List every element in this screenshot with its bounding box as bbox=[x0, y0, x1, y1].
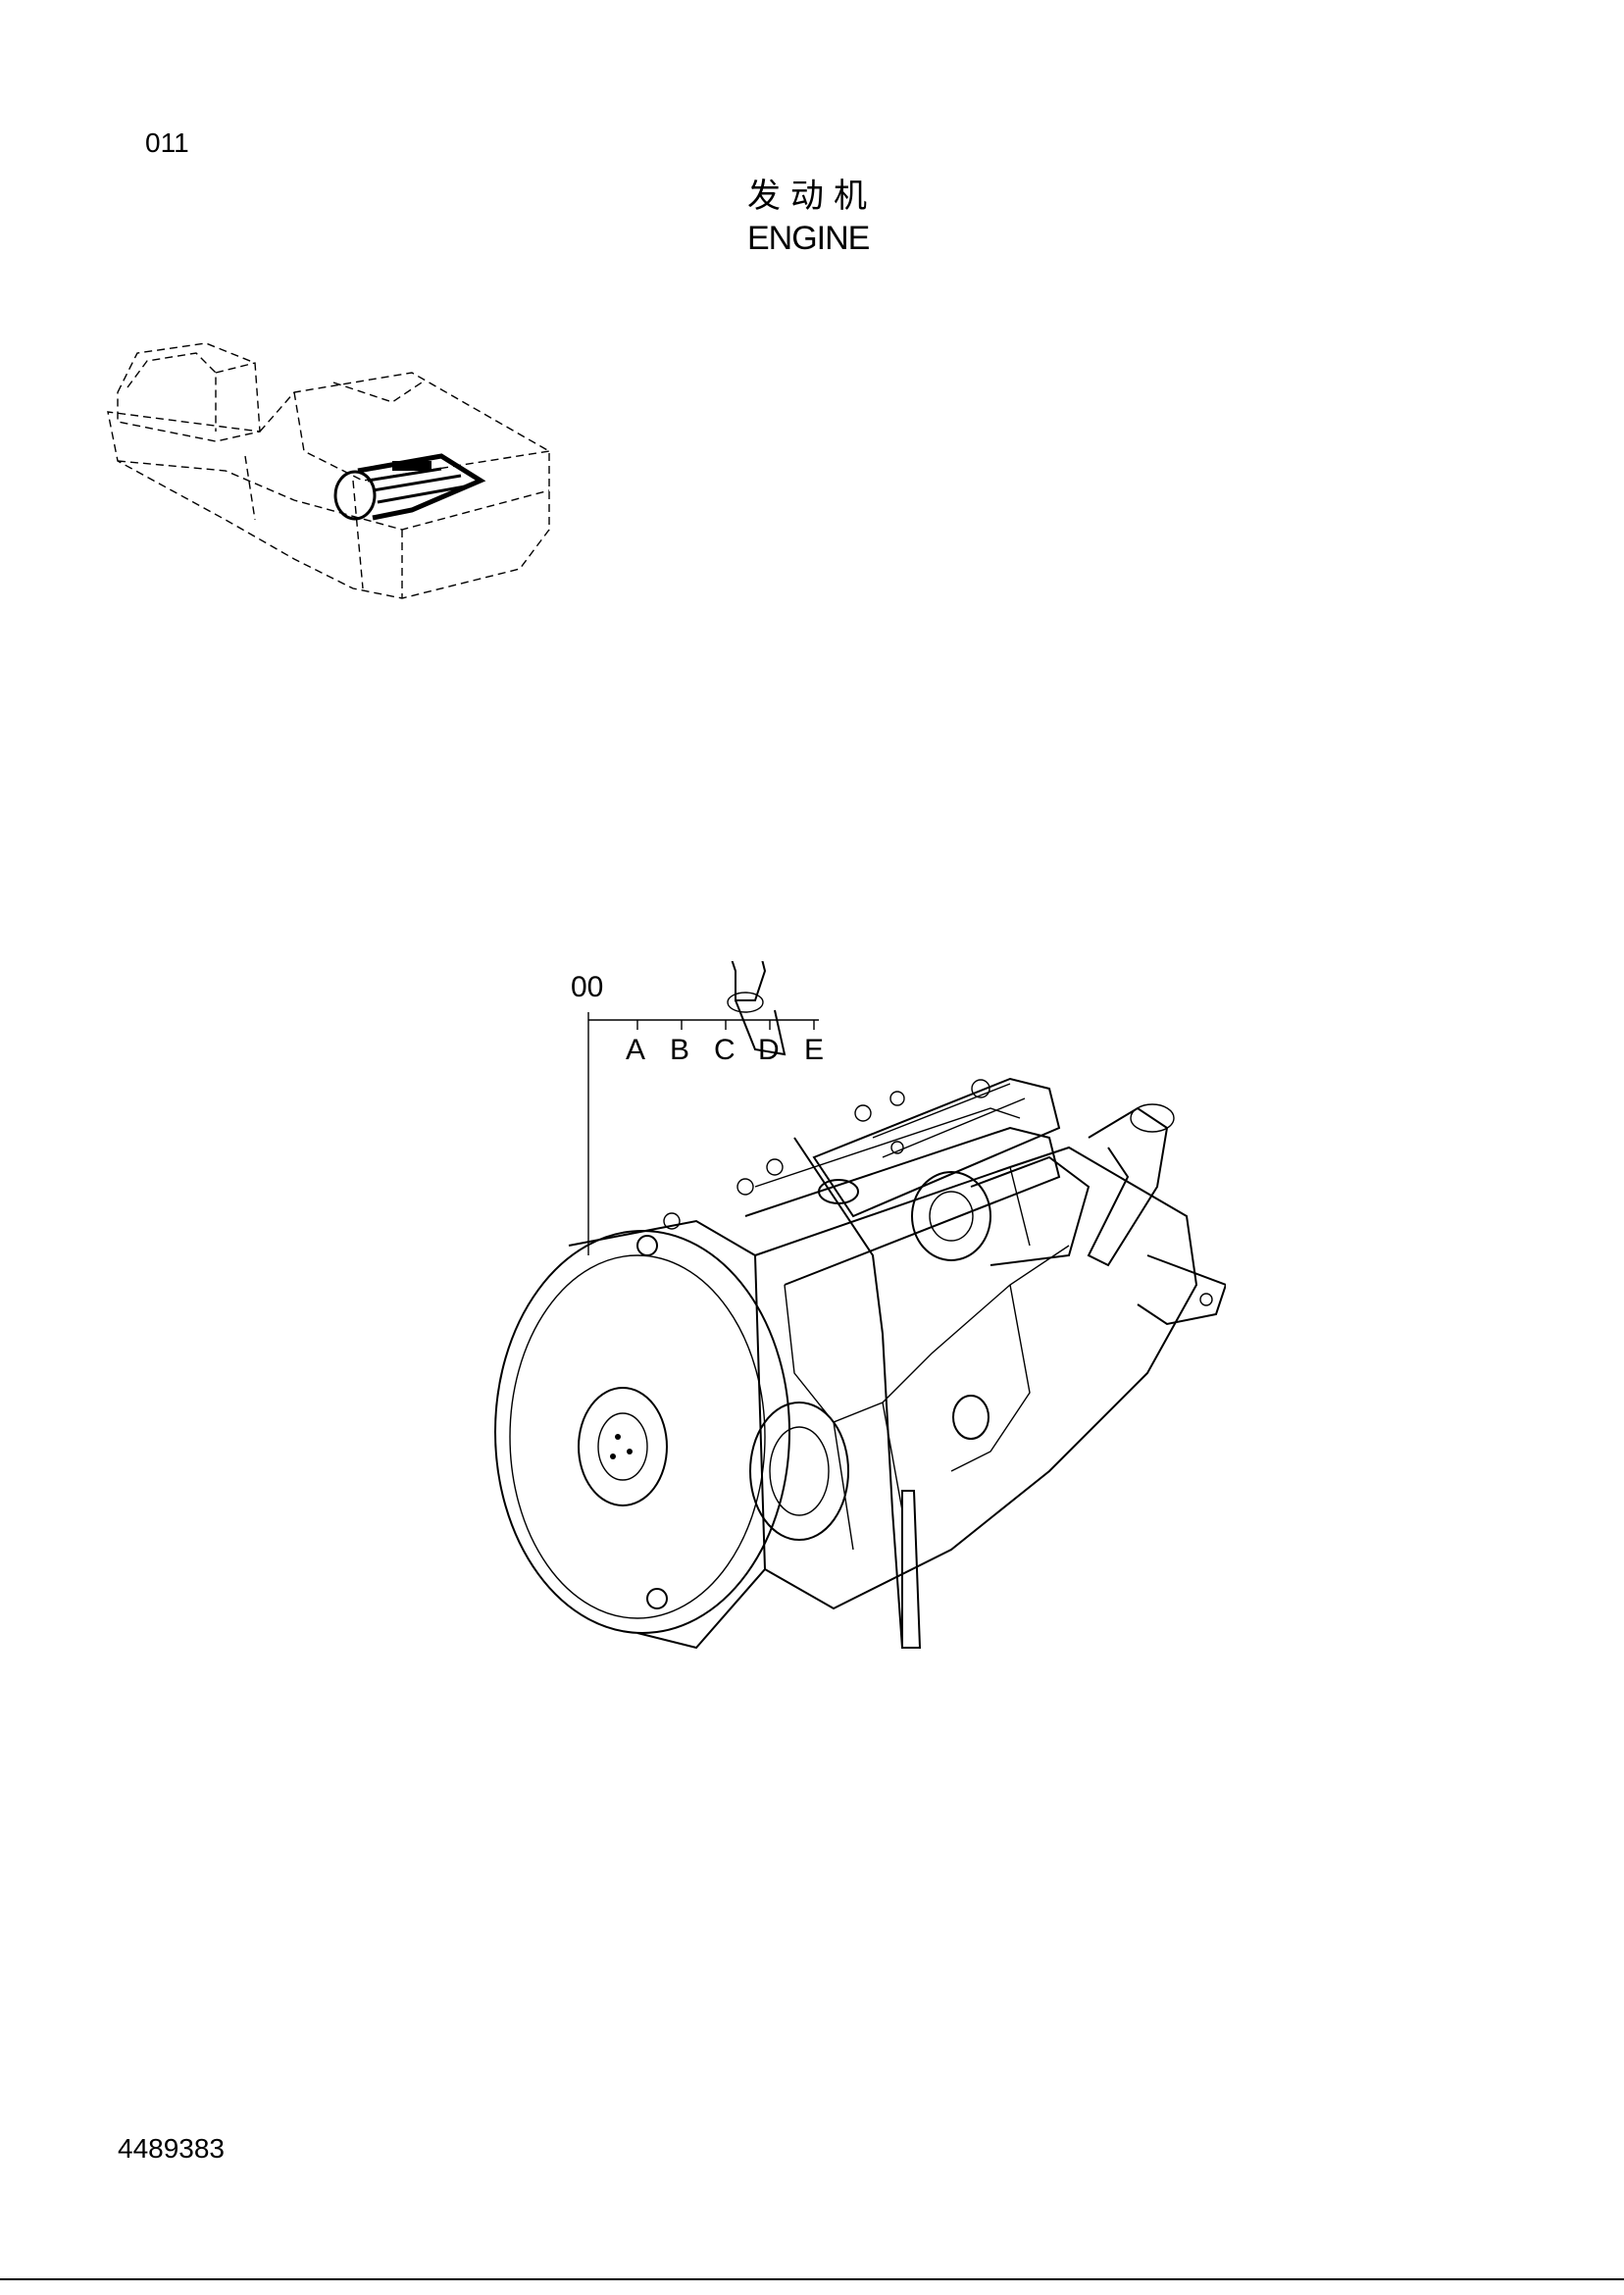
fittings bbox=[636, 1079, 990, 1609]
callout-leader-lines bbox=[587, 1012, 819, 1069]
document-number: 4489383 bbox=[118, 2133, 226, 2164]
title-chinese: 发动机 bbox=[747, 177, 877, 216]
turbocharger bbox=[911, 1155, 1091, 1266]
variant-letter: D bbox=[758, 1034, 780, 1066]
accessory-pulleys bbox=[749, 1395, 990, 1541]
excavator-locator-illustration bbox=[107, 342, 550, 599]
engine-mount bbox=[1137, 1254, 1226, 1326]
title-english: ENGINE bbox=[747, 220, 870, 257]
bottom-rule bbox=[0, 2278, 1624, 2280]
engine-block bbox=[744, 1107, 1198, 1610]
page-number: 011 bbox=[145, 128, 189, 158]
air-pipe bbox=[1087, 1103, 1175, 1267]
engine-highlight bbox=[333, 453, 486, 521]
engine-illustration bbox=[494, 961, 1226, 1650]
variant-letter: B bbox=[670, 1034, 690, 1066]
callout-group: 00 A B C D E bbox=[569, 971, 824, 1069]
variant-letter: E bbox=[804, 1034, 825, 1066]
assembly-callout-code: 00 bbox=[571, 971, 604, 1003]
variant-letter: A bbox=[626, 1034, 646, 1066]
variant-letter: C bbox=[714, 1034, 736, 1066]
rocker-cover bbox=[812, 1077, 1061, 1218]
exhaust-elbow bbox=[727, 961, 787, 1056]
dipstick-tube bbox=[793, 1137, 922, 1649]
flywheel-housing bbox=[494, 1219, 790, 1650]
